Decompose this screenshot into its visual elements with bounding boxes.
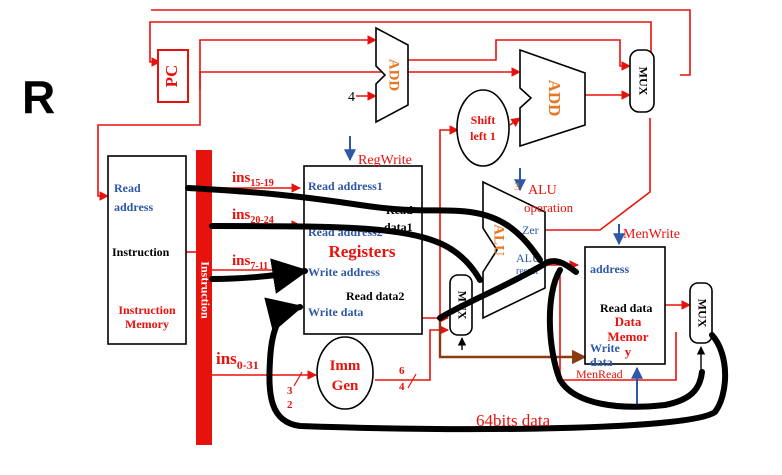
- dm-read-data: Read data: [600, 301, 652, 315]
- dm-address: address: [590, 262, 629, 276]
- shift-left-unit: [456, 89, 510, 167]
- imm-in-width-tick: [293, 371, 303, 387]
- memread-label: MenRead: [576, 367, 623, 381]
- dm-write-data-line2: data: [590, 355, 613, 369]
- pc-mux-label: MUX: [636, 67, 650, 96]
- memwrite-label: MenWrite: [623, 227, 680, 242]
- dm-title-line2: Memor: [607, 329, 648, 344]
- instruction-bus-label: Instruction: [198, 261, 212, 319]
- highlighted-datapath: [185, 185, 729, 433]
- register-file: [303, 165, 423, 335]
- pc-adder: [375, 26, 409, 124]
- mem-to-reg-mux: [689, 282, 713, 344]
- branch-adder-label: ADD: [545, 80, 564, 117]
- instruction-memory: [107, 155, 187, 345]
- imm-gen: [316, 336, 374, 410]
- brown-wires: [438, 318, 587, 365]
- im-title-line1: Instruction: [118, 303, 176, 317]
- ins-field-rs2: ins20-24: [232, 207, 274, 226]
- imm-out-width-tick: [407, 373, 417, 389]
- imm-gen-line1: Imm: [330, 358, 361, 374]
- instruction-bus-bar: [196, 150, 212, 445]
- ins-field-rd: ins7-11: [232, 253, 268, 272]
- alu-op-width: 3: [514, 181, 520, 193]
- pc-label: PC: [162, 65, 181, 88]
- alu-op-line1: ALU: [528, 183, 557, 198]
- dm-title-line1: Data: [615, 314, 642, 329]
- data-memory: [584, 246, 666, 365]
- reg-title: Registers: [328, 242, 395, 261]
- imm-out-width-line2: 4: [399, 381, 405, 393]
- pc-mux: [629, 49, 655, 113]
- reg-read-address1: Read address1: [308, 179, 383, 193]
- branch-adder: [519, 48, 586, 148]
- shift-left-line2: left 1: [470, 129, 496, 143]
- ins-field-rs1: ins15-19: [232, 170, 274, 189]
- shift-left-line1: Shift: [471, 113, 496, 127]
- alu-zero: Zer: [522, 223, 539, 237]
- mem-to-reg-mux-label: MUX: [695, 299, 709, 328]
- alu-op-line2: operation: [524, 200, 574, 215]
- imm-in-width-line2: 2: [287, 399, 293, 411]
- regwrite-label: RegWrite: [358, 153, 412, 168]
- im-instruction: Instruction: [112, 245, 170, 259]
- pc-adder-constant: 4: [348, 90, 355, 105]
- alu-label: ALU: [491, 224, 507, 256]
- im-read-address-line1: Read: [114, 181, 141, 195]
- pc-register: [157, 49, 189, 103]
- imm-out-width-line1: 6: [399, 365, 405, 377]
- pc-adder-label: ADD: [386, 59, 402, 92]
- slide-letter: R: [22, 71, 55, 123]
- reg-write-address: Write address: [308, 265, 380, 279]
- im-read-address-line2: address: [114, 200, 153, 214]
- imm-gen-line2: Gen: [332, 378, 359, 394]
- imm-in-width-line1: 3: [287, 385, 293, 397]
- reg-write-data: Write data: [308, 305, 363, 319]
- reg-read-data2: Read data2: [346, 289, 404, 303]
- bottom-data-width-label: 64bits data: [476, 411, 551, 430]
- ins-field-imm: ins0-31: [216, 349, 259, 372]
- dm-title-line3: y: [625, 344, 632, 359]
- dm-write-data-line1: Write: [590, 341, 620, 355]
- im-title-line2: Memory: [125, 317, 169, 331]
- blue-control-arrows: [344, 136, 643, 405]
